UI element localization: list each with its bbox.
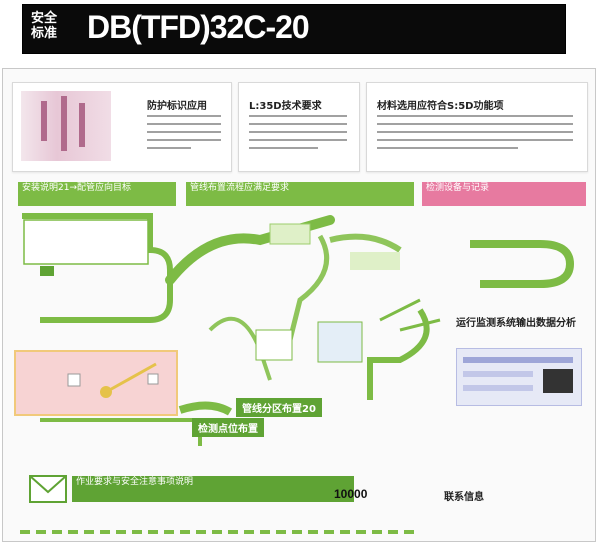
sample-photo xyxy=(21,91,111,161)
footer-band: 作业要求与安全注意事项说明 xyxy=(72,476,354,502)
band-layout: 管线布置流程应满足要求 xyxy=(186,182,414,206)
band-detect: 检测设备与记录 xyxy=(422,182,586,206)
lab-detail-box xyxy=(14,350,178,416)
mid-section-tag: 管线分区布置20 xyxy=(236,398,322,417)
card-3-title: 材料选用应符合S:5D功能项 xyxy=(377,101,504,112)
info-card-1: 防护标识应用 xyxy=(12,82,232,172)
band-install: 安装说明21→配管应向目标 xyxy=(18,182,176,206)
info-card-2: L:35D技术要求 xyxy=(238,82,360,172)
standard-code-title: DB(TFD)32C-20 xyxy=(87,9,310,45)
card-2-title: L:35D技术要求 xyxy=(249,101,322,112)
brand-logo-text: 安全 标准 xyxy=(31,11,58,41)
footer-band-text: 作业要求与安全注意事项说明 xyxy=(76,477,194,487)
card-1-title: 防护标识应用 xyxy=(147,101,207,112)
footer-contact: 联系信息 xyxy=(444,492,484,503)
lower-section-tag: 检测点位布置 xyxy=(192,418,264,437)
band-layout-text: 管线布置流程应满足要求 xyxy=(190,183,290,193)
document-header: 安全 标准 DB(TFD)32C-20 xyxy=(22,4,566,54)
probe-icon xyxy=(67,362,159,398)
info-card-3: 材料选用应符合S:5D功能项 xyxy=(366,82,588,172)
monitor-panel xyxy=(456,348,582,406)
band-detect-text: 检测设备与记录 xyxy=(426,183,490,193)
footer-number: 10000 xyxy=(334,487,368,501)
band-install-text: 安装说明21→配管应向目标 xyxy=(22,183,131,193)
right-caption: 运行监测系统输出数据分析 xyxy=(456,318,576,329)
